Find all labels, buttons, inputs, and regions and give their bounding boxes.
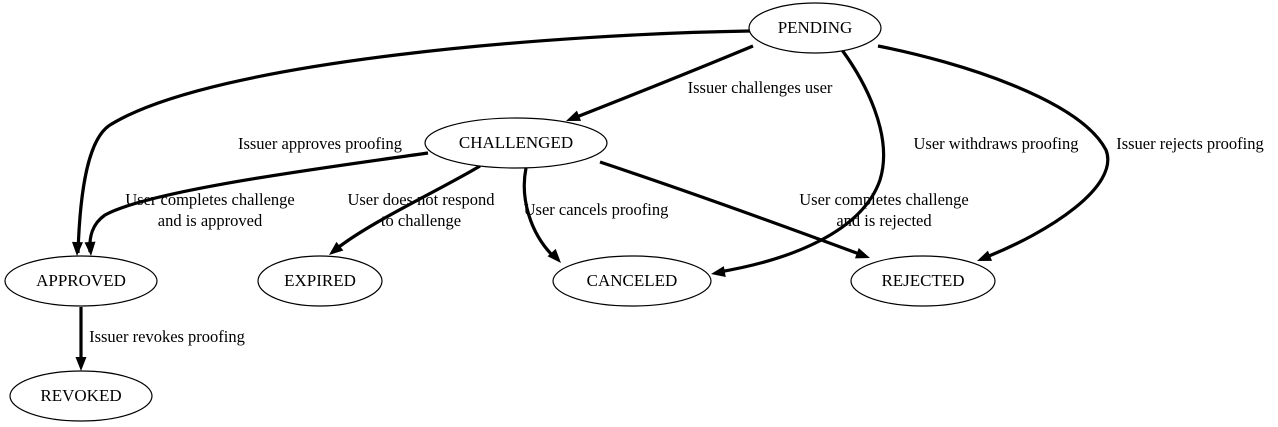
- arrow-head-icon: [84, 241, 96, 256]
- edge-line: [718, 49, 886, 274]
- node-canceled[interactable]: CANCELED: [552, 255, 712, 307]
- node-rejected[interactable]: REJECTED: [850, 255, 996, 307]
- edge-label-pending-approved: Issuer approves proofing: [238, 134, 402, 153]
- edge-label-challenged-canceled: User cancels proofing: [524, 200, 669, 219]
- arrow-head-icon: [566, 110, 582, 121]
- arrow-head-icon: [547, 248, 561, 263]
- edge-label-pending-canceled: User withdraws proofing: [914, 134, 1079, 153]
- edge-label-approved-revoked: Issuer revokes proofing: [89, 327, 245, 346]
- node-label: CHALLENGED: [459, 133, 573, 152]
- node-shape: [850, 255, 996, 307]
- node-challenged[interactable]: CHALLENGED: [424, 117, 608, 169]
- node-approved[interactable]: APPROVED: [4, 255, 158, 307]
- edge-line: [76, 29, 751, 254]
- node-expired[interactable]: EXPIRED: [257, 255, 383, 307]
- node-shape: [257, 255, 383, 307]
- node-label: REJECTED: [881, 271, 964, 290]
- node-shape: [424, 117, 608, 169]
- edge-challenged-rejected: [599, 160, 870, 259]
- edge-challenged-canceled: [522, 167, 561, 263]
- arrow-head-icon: [854, 248, 870, 259]
- arrow-head-icon: [71, 241, 83, 256]
- node-label: APPROVED: [36, 271, 126, 290]
- edge-challenged-expired: [329, 164, 481, 255]
- node-label: PENDING: [778, 18, 853, 37]
- edges-layer: [71, 29, 1110, 371]
- edge-line: [522, 167, 557, 260]
- edge-pending-approved: [71, 29, 751, 256]
- node-shape: [9, 370, 153, 422]
- node-label: REVOKED: [40, 386, 121, 405]
- arrow-head-icon: [75, 357, 87, 371]
- edge-pending-rejected: [877, 44, 1110, 261]
- edge-line: [88, 151, 429, 253]
- arrow-head-icon: [977, 250, 993, 261]
- node-shape: [748, 2, 882, 54]
- edge-pending-canceled: [711, 49, 886, 277]
- edge-line: [573, 44, 754, 120]
- nodes-layer: PENDING CHALLENGED APPROVED EXPIRED CANCELED…: [4, 2, 996, 422]
- arrow-head-icon: [711, 266, 726, 277]
- edge-pending-challenged: [566, 44, 754, 121]
- arrow-head-icon: [329, 241, 344, 255]
- edge-approved-revoked: [75, 307, 87, 371]
- node-shape: [4, 255, 158, 307]
- edge-challenged-approved: [84, 151, 429, 256]
- edge-line: [877, 44, 1110, 260]
- node-label: CANCELED: [587, 271, 678, 290]
- node-revoked[interactable]: REVOKED: [9, 370, 153, 422]
- edge-line: [334, 164, 481, 252]
- node-pending[interactable]: PENDING: [748, 2, 882, 54]
- node-label: EXPIRED: [284, 271, 356, 290]
- edge-label-pending-rejected: Issuer rejects proofing: [1116, 134, 1264, 153]
- edge-line: [599, 160, 863, 257]
- edge-label-pending-challenged: Issuer challenges user: [688, 78, 833, 97]
- node-shape: [552, 255, 712, 307]
